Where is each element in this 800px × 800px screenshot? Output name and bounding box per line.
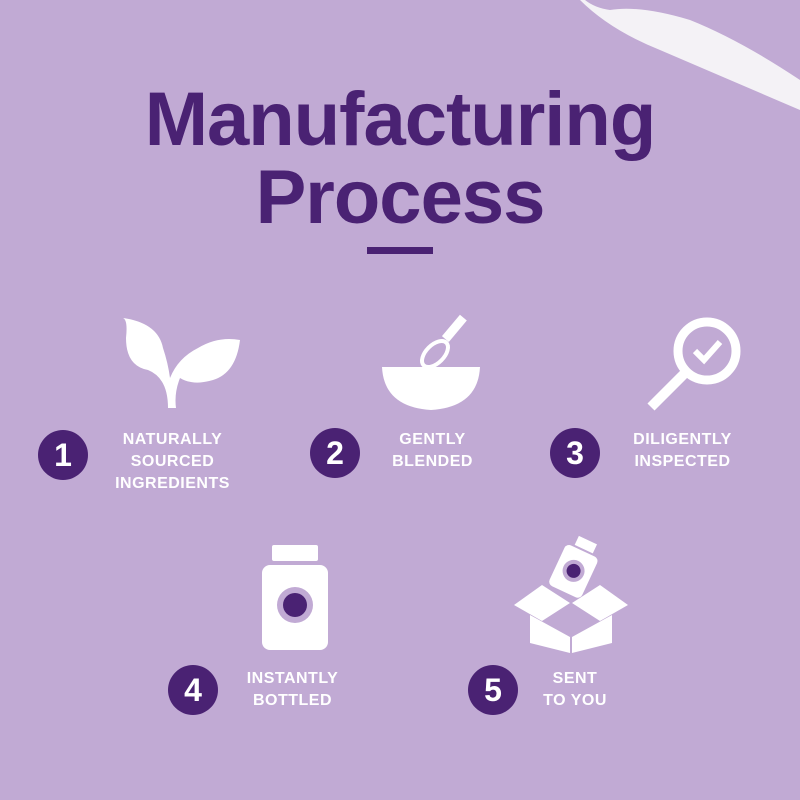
- step-1-number: 1: [38, 430, 88, 480]
- step-4-label: INSTANTLY BOTTLED: [230, 668, 355, 712]
- step-1-label: NATURALLY SOURCED INGREDIENTS: [100, 429, 245, 495]
- step-4-number: 4: [168, 665, 218, 715]
- title-line-1: Manufacturing: [144, 77, 657, 162]
- step-1-line-1: NATURALLY: [122, 431, 223, 448]
- step-1-line-3: INGREDIENTS: [115, 475, 230, 492]
- title-underline: [367, 247, 433, 254]
- feather-icon: [580, 0, 800, 110]
- step-3-number: 3: [550, 428, 600, 478]
- step-4-line-1: INSTANTLY: [246, 670, 339, 687]
- step-5-number: 5: [468, 665, 518, 715]
- step-3-label: DILIGENTLY INSPECTED: [615, 429, 750, 473]
- leaf-icon: [123, 318, 240, 408]
- step-3-line-2: INSPECTED: [634, 453, 731, 470]
- step-2-line-2: BLENDED: [392, 453, 473, 470]
- step-2-label: GENTLY BLENDED: [380, 429, 485, 473]
- step-2-line-1: GENTLY: [399, 431, 466, 448]
- step-5-label: SENT TO YOU: [530, 668, 620, 712]
- step-4-line-2: BOTTLED: [252, 692, 333, 709]
- step-3-line-1: DILIGENTLY: [633, 431, 732, 448]
- step-1-line-2: SOURCED: [130, 453, 215, 470]
- box-icon: [514, 535, 628, 653]
- whisk-bowl-icon: [382, 314, 480, 410]
- bottle-icon: [262, 545, 328, 650]
- step-5-line-2: TO YOU: [543, 692, 607, 709]
- step-5-line-1: SENT: [552, 670, 598, 687]
- title-line-2: Process: [255, 155, 546, 240]
- step-2-number: 2: [310, 428, 360, 478]
- magnifier-check-icon: [647, 317, 741, 411]
